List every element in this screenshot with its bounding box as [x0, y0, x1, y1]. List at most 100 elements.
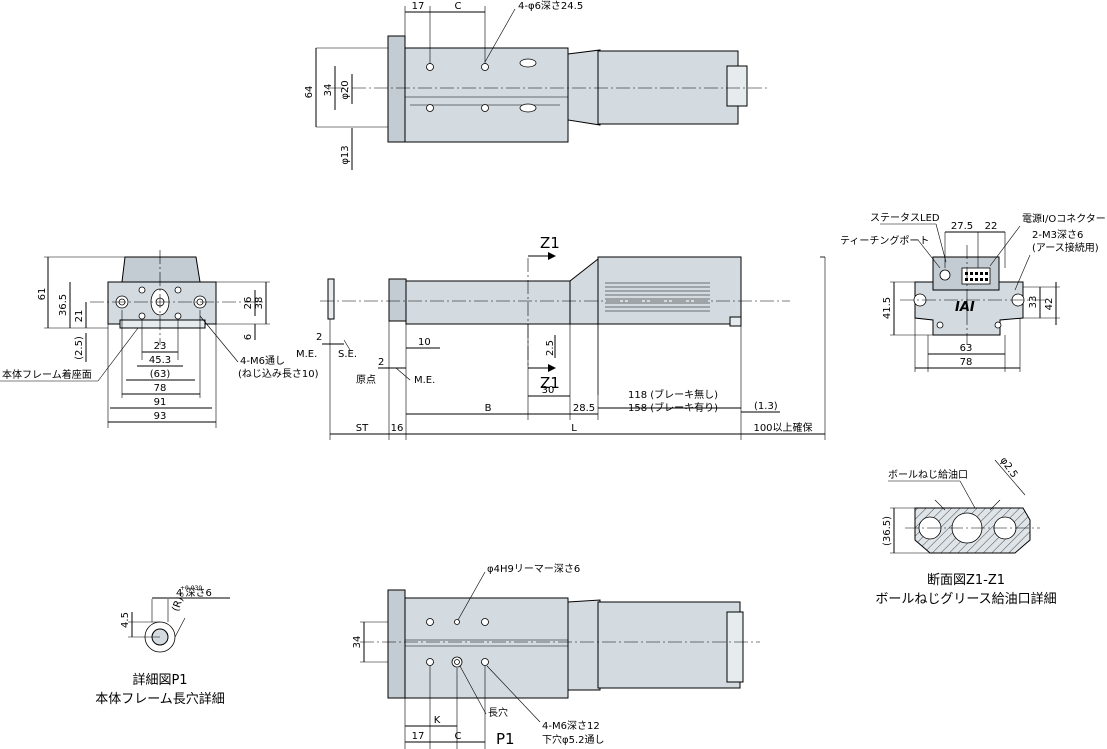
- dim-63p: (63): [150, 369, 171, 380]
- hole-note: 4-φ6深さ24.5: [518, 0, 583, 12]
- bottom-taper: [567, 599, 601, 691]
- dim-36-5: 36.5: [58, 294, 69, 316]
- end-view: IAI ステータスLED 27.5 22 電源I/Oコネクター ティーチングポー…: [840, 212, 1106, 372]
- section-z1: Z1: [540, 234, 560, 252]
- dim-78: 78: [154, 383, 167, 394]
- side-flange: [388, 278, 407, 322]
- dim-100: 100以上確保: [753, 421, 812, 434]
- dim-63: 63: [960, 343, 973, 354]
- top-hole: [481, 63, 489, 71]
- detail-p1: (R) 4 深さ6 +0.030 0 4.5 詳細図P1 本体フレーム長穴詳細: [95, 585, 230, 707]
- bottom-flange: [387, 589, 406, 699]
- side-motor: [597, 256, 742, 325]
- top-cap: [726, 65, 748, 107]
- connector-pins: [965, 272, 988, 281]
- me-1: M.E.: [296, 349, 317, 360]
- top-slot: [519, 103, 537, 113]
- side-view: Z1 Z1 2 M.E. S.E. 2 原点 M.E. 10 2.5 30 11…: [296, 234, 826, 440]
- bottom-frame: [404, 597, 569, 699]
- top-view: 64 34 φ20 φ13 17 C 4-φ6深さ24.5: [304, 0, 770, 170]
- bottom-dim-c: C: [455, 731, 462, 742]
- top-motor: [597, 50, 739, 125]
- dim-phi13: φ13: [340, 145, 351, 164]
- detail-dim-4-5: 4.5: [120, 612, 131, 628]
- status-led: ステータスLED: [870, 212, 940, 224]
- dim-1-3: (1.3): [754, 401, 778, 412]
- me-2: M.E.: [414, 375, 435, 386]
- dim-2-5: 2.5: [545, 340, 556, 356]
- dim-21: 21: [74, 310, 85, 323]
- top-frame: [404, 47, 569, 143]
- dim-16: 16: [391, 423, 404, 434]
- dim-78: 78: [960, 357, 973, 368]
- dim-28-5: 28.5: [573, 403, 595, 414]
- section-z1b: Z1: [540, 374, 560, 392]
- end-body: [914, 281, 1024, 336]
- dim-91: 91: [154, 397, 167, 408]
- dim-27-5: 27.5: [951, 221, 973, 232]
- origin: 原点: [356, 374, 376, 386]
- detail-title-1: 詳細図P1: [132, 672, 187, 688]
- dim-41-5: 41.5: [882, 297, 893, 319]
- detail-note: 4 深さ6: [176, 587, 212, 599]
- dim-26: 26: [243, 297, 254, 310]
- dim-45-3: 45.3: [149, 355, 171, 366]
- detail-tol-lower: 0: [180, 592, 184, 599]
- top-hole: [426, 63, 434, 71]
- dim-36-5p: (36.5): [882, 516, 893, 546]
- dim-10: 10: [418, 337, 431, 348]
- note-m6: 4-M6通し: [240, 355, 285, 367]
- detail-title-2: 本体フレーム長穴詳細: [95, 691, 225, 707]
- dim-phi20: φ20: [340, 80, 351, 99]
- side-frame: [405, 280, 571, 325]
- front-base: [119, 319, 206, 329]
- dim-23: 23: [154, 341, 167, 352]
- detail-tol-upper: +0.030: [180, 585, 202, 592]
- note-m6-2: (ねじ込み長さ10): [238, 368, 319, 380]
- label-mount: 本体フレーム着座面: [2, 368, 92, 381]
- dim-2-5p: (2.5): [74, 336, 85, 360]
- dim-30: 30: [542, 385, 555, 396]
- side-stroke-ghost: [327, 278, 335, 320]
- se: S.E.: [338, 349, 357, 360]
- front-cover: [121, 256, 201, 283]
- dim-118: 118 (ブレーキ無し): [628, 388, 718, 401]
- teaching-port: ティーチングポート: [840, 234, 929, 247]
- dim-2a: 2: [316, 332, 322, 343]
- detail-radius: (R): [170, 595, 185, 613]
- front-view: 61 36.5 21 (2.5) 26 38 6 23 45.3 (63) 78…: [0, 250, 319, 428]
- bottom-dim-34: 34: [352, 636, 363, 649]
- dim-158: 158 (ブレーキ有り): [628, 401, 718, 414]
- dim-2b: 2: [378, 357, 384, 368]
- brand-logo: IAI: [955, 300, 975, 315]
- side-taper: [569, 257, 599, 325]
- top-slot: [519, 58, 537, 68]
- top-hole: [426, 104, 434, 112]
- power-io: 電源I/Oコネクター: [1022, 212, 1106, 225]
- bottom-motor: [597, 601, 741, 689]
- section-z1-view: ボールねじ給油口 φ2.5 (36.5) 断面図Z1-Z1 ボールねじグリース給…: [875, 455, 1056, 607]
- section-title-2: ボールねじグリース給油口詳細: [875, 591, 1056, 607]
- dim-61: 61: [37, 288, 48, 301]
- dim-42: 42: [1044, 298, 1055, 311]
- section-title-1: 断面図Z1-Z1: [927, 573, 1005, 588]
- grease-port: ボールねじ給油口: [888, 468, 968, 481]
- m6-note-2: 下穴φ5.2通し: [542, 733, 605, 746]
- top-hole: [481, 104, 489, 112]
- dim-phi2-5: φ2.5: [998, 455, 1020, 480]
- top-taper: [567, 49, 601, 126]
- dim-l: L: [571, 423, 577, 434]
- dim-22: 22: [985, 221, 998, 232]
- dim-38: 38: [254, 297, 265, 310]
- top-flange: [387, 35, 406, 143]
- reamer-note: φ4H9リーマー深さ6: [487, 563, 580, 575]
- dim-b: B: [485, 403, 492, 414]
- dim-17: 17: [412, 1, 425, 12]
- p1-label: P1: [496, 730, 515, 748]
- bottom-view: 34 φ4H9リーマー深さ6 長穴 4-M6深さ12 下穴φ5.2通し K 17…: [352, 563, 760, 749]
- dim-c: C: [455, 1, 462, 12]
- dim-st: ST: [356, 423, 369, 434]
- dim-64: 64: [304, 86, 315, 99]
- side-fins: [605, 282, 710, 312]
